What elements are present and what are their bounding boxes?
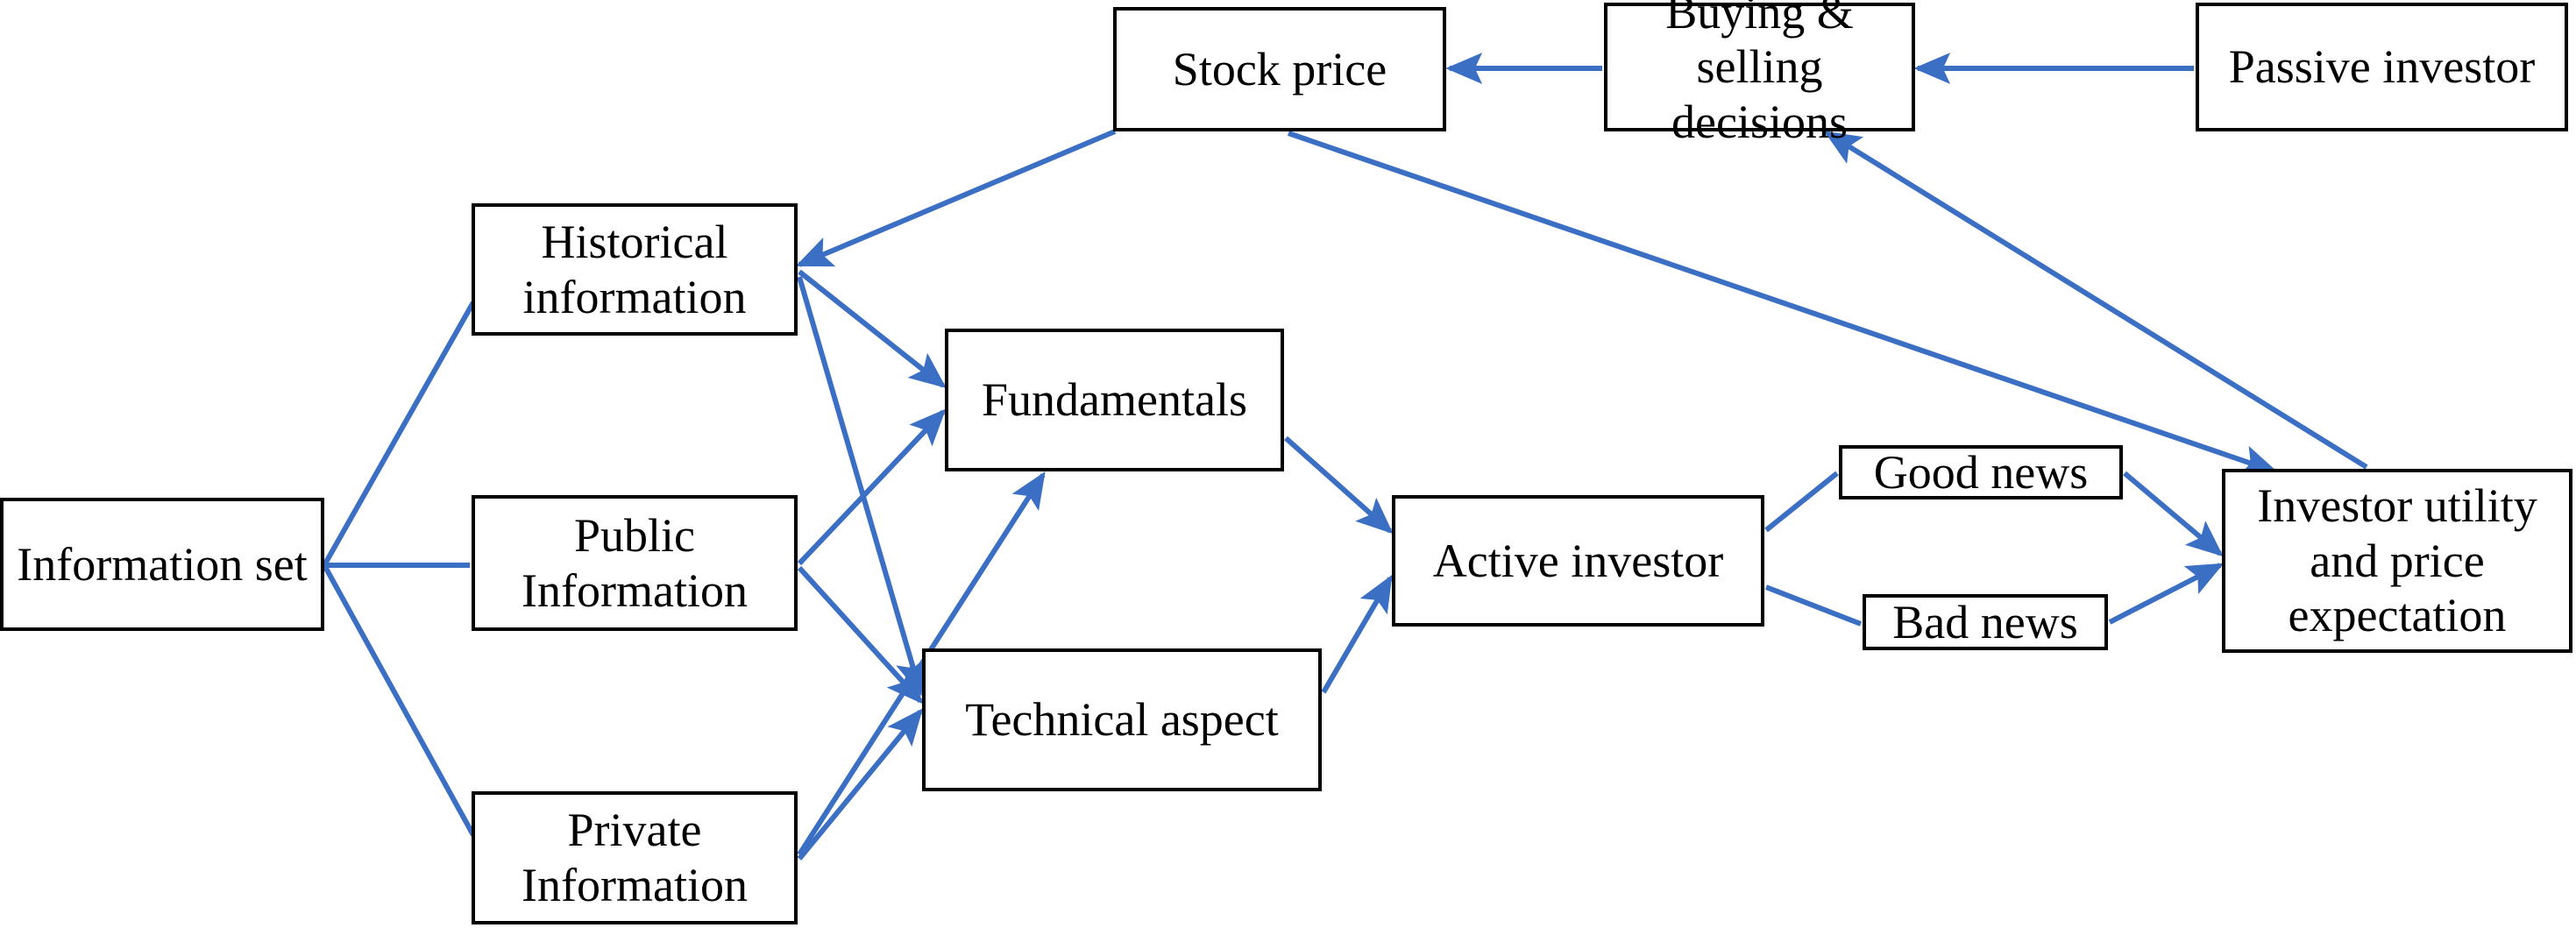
node-label-good-news: Good news	[1873, 445, 2089, 499]
edge-bad-news-to-investor-utility	[2108, 563, 2225, 625]
edge-historical-to-fundamentals	[798, 269, 947, 388]
edge-fundamentals-to-active-investor	[1284, 436, 1394, 535]
node-historical-information[interactable]: Historical information	[472, 203, 798, 336]
edge-info-set-to-historical	[322, 301, 476, 567]
edge-public-to-technical	[797, 565, 924, 705]
node-label-bad-news: Bad news	[1892, 595, 2078, 648]
node-bad-news[interactable]: Bad news	[1863, 594, 2108, 650]
node-active-investor[interactable]: Active investor	[1392, 495, 1764, 627]
node-label-technical-aspect: Technical aspect	[965, 693, 1279, 747]
node-technical-aspect[interactable]: Technical aspect	[922, 648, 1322, 791]
node-label-active-investor: Active investor	[1432, 534, 1724, 587]
node-public-information[interactable]: Public Information	[472, 495, 798, 631]
node-label-fundamentals: Fundamentals	[982, 373, 1247, 427]
edge-stock-price-to-investor-utility	[1288, 131, 2279, 476]
edge-good-news-to-investor-utility	[2123, 471, 2224, 557]
edge-stock-price-to-historical	[795, 129, 1117, 267]
edge-technical-to-active-investor	[1321, 574, 1393, 694]
edge-active-investor-to-good-news	[1764, 471, 1839, 533]
edge-historical-to-technical	[797, 276, 926, 697]
node-fundamentals[interactable]: Fundamentals	[945, 329, 1284, 471]
node-information-set[interactable]: Information set	[0, 498, 324, 631]
edge-info-set-to-private	[322, 563, 476, 837]
edge-private-to-technical	[797, 708, 924, 861]
node-private-information[interactable]: Private Information	[472, 791, 798, 924]
node-label-information-set: Information set	[17, 537, 308, 591]
node-label-passive-investor: Passive investor	[2228, 40, 2536, 94]
node-investor-utility[interactable]: Investor utility and price expectation	[2222, 469, 2572, 653]
node-buying-selling-decisions[interactable]: Buying & selling decisions	[1604, 0, 1915, 148]
node-good-news[interactable]: Good news	[1839, 445, 2123, 499]
node-label-private-information: Private Information	[522, 804, 748, 911]
node-label-public-information: Public Information	[522, 508, 748, 617]
node-label-investor-utility: Investor utility and price expectation	[2257, 479, 2537, 642]
node-passive-investor[interactable]: Passive investor	[2196, 3, 2568, 131]
node-stock-price[interactable]: Stock price	[1113, 7, 1446, 131]
node-label-historical-information: Historical information	[522, 215, 747, 323]
edge-investor-utility-to-buying-selling	[1823, 131, 2368, 470]
node-label-buying-selling-decisions: Buying & selling decisions	[1665, 0, 1854, 148]
node-label-stock-price: Stock price	[1172, 42, 1387, 96]
edge-active-investor-to-bad-news	[1764, 584, 1863, 627]
edge-public-to-fundamentals	[797, 408, 947, 566]
